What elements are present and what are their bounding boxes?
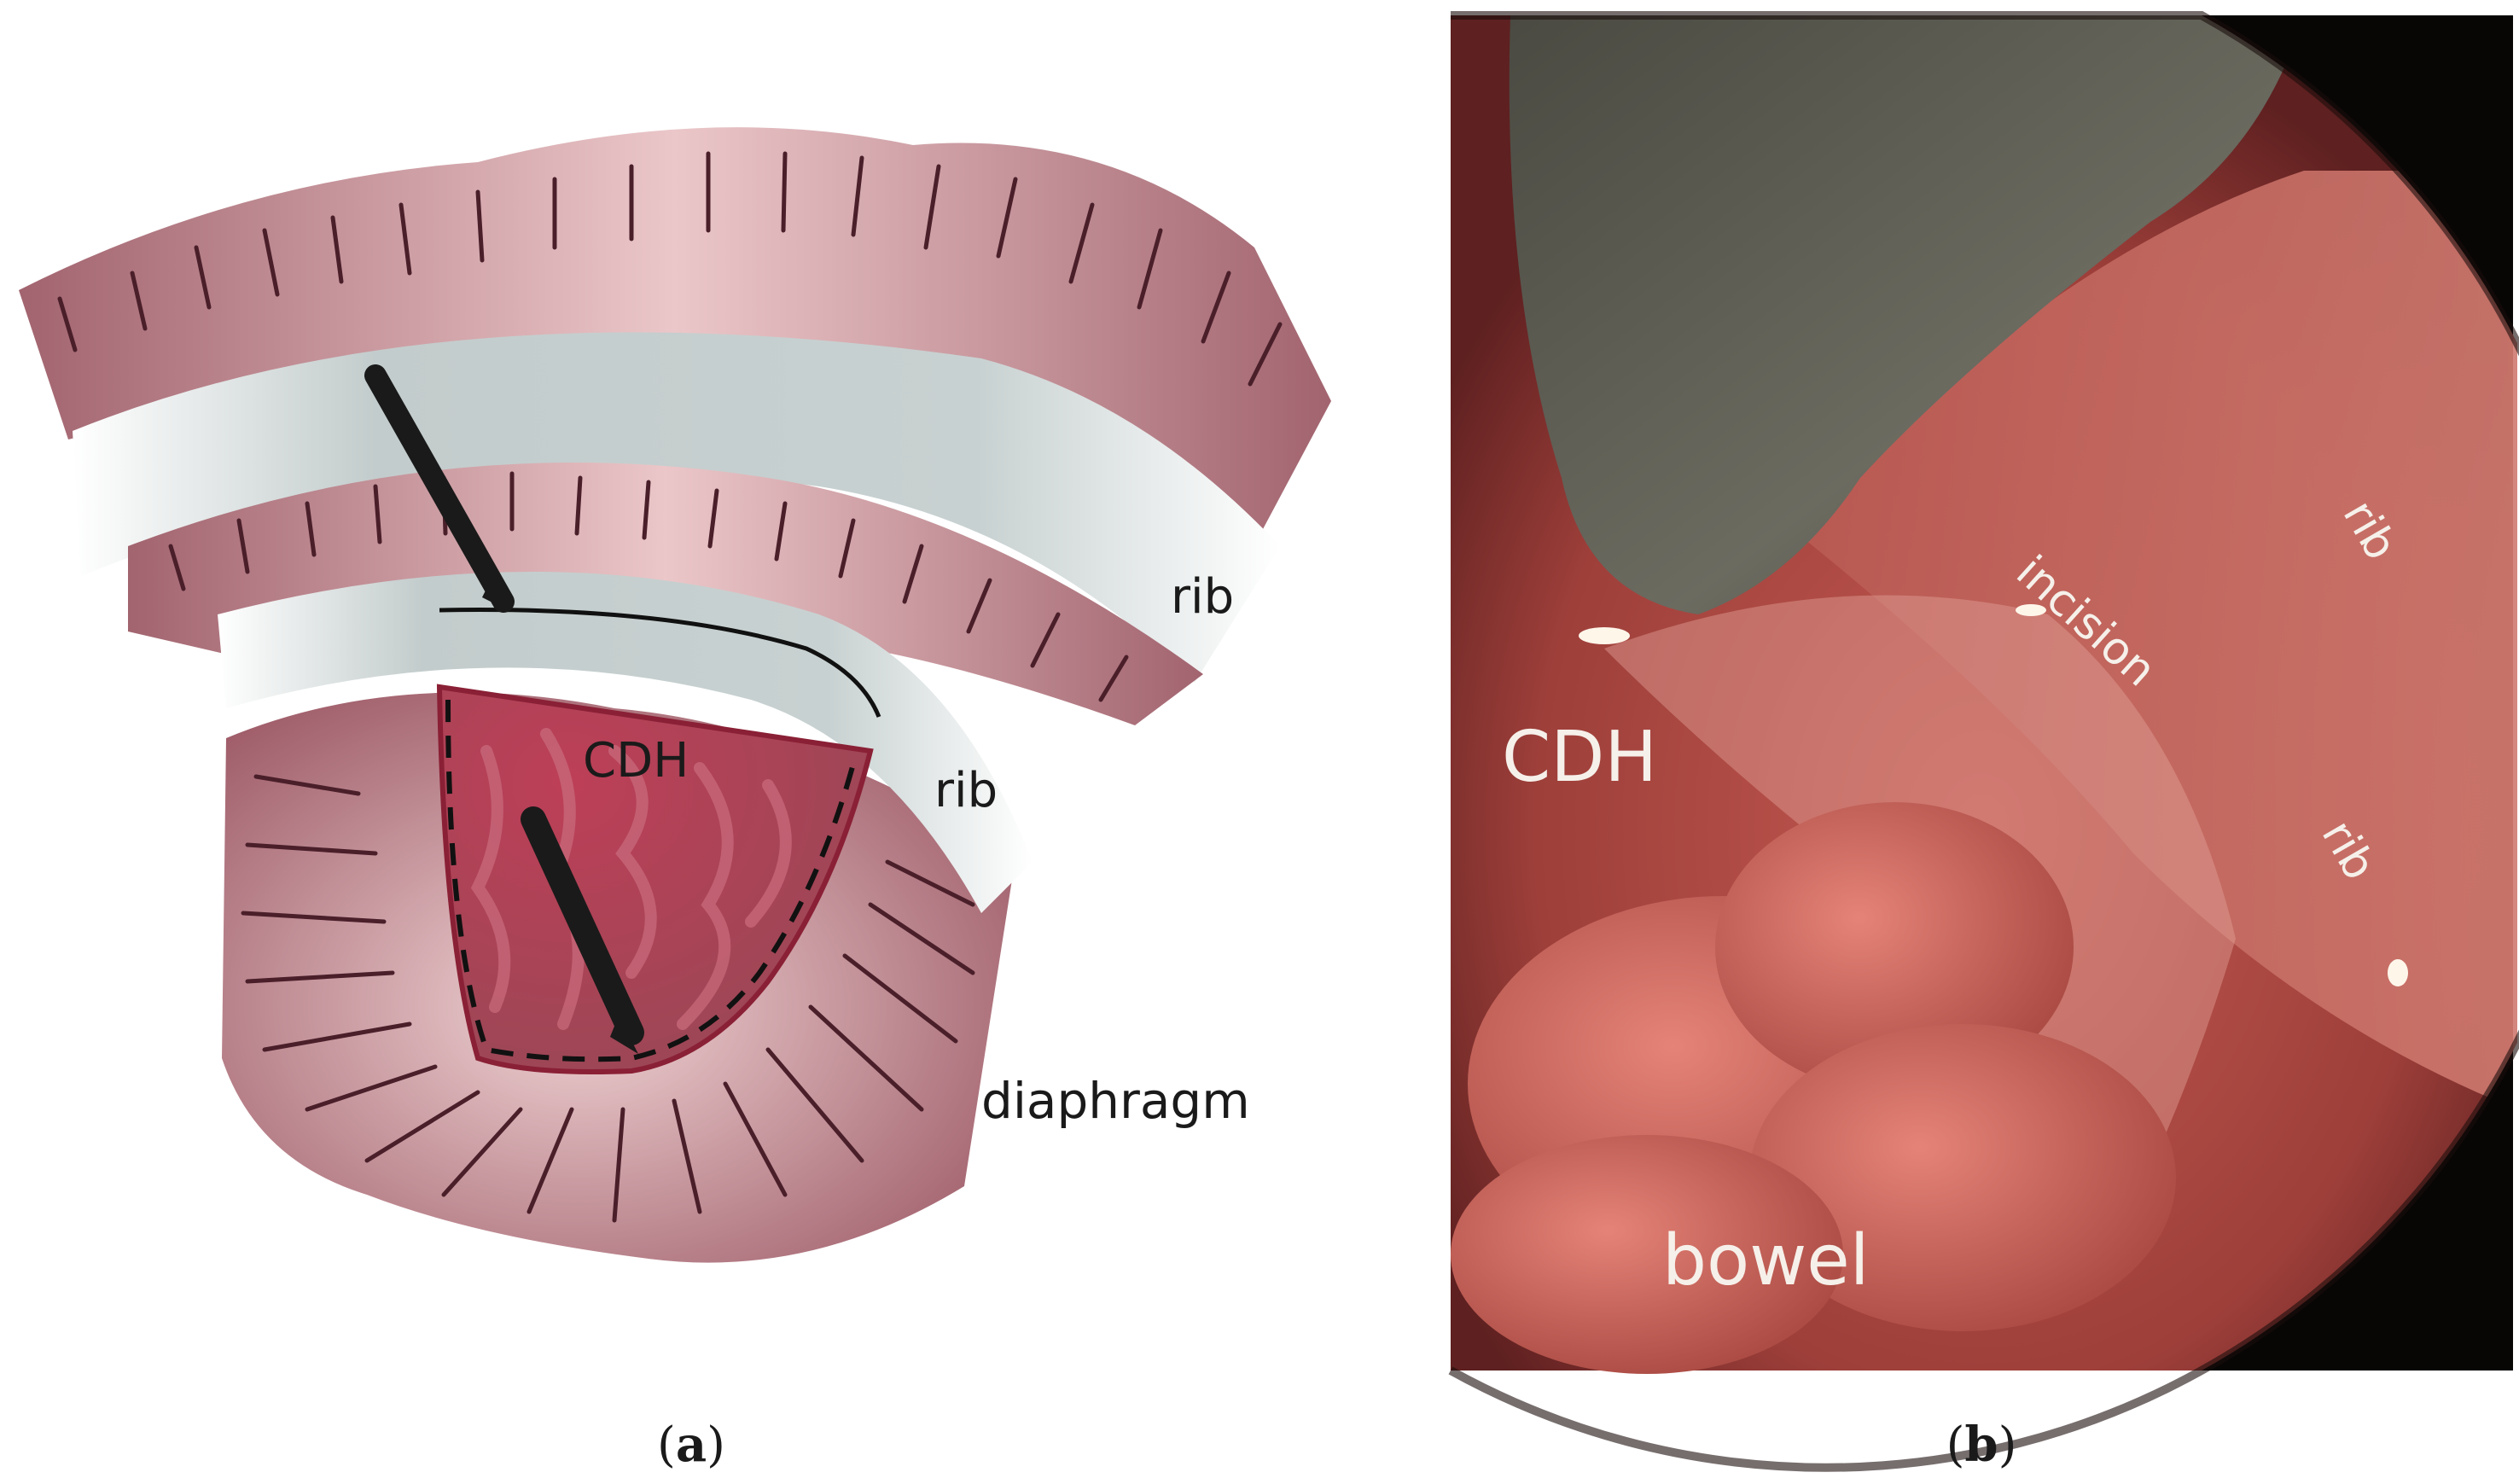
- caption-a: (a): [657, 1417, 725, 1473]
- scope-vignette: [1448, 11, 2519, 1472]
- chest-wall: [1792, 171, 2517, 1109]
- needle-lower-instrument: [521, 806, 644, 1054]
- upper-rib: [73, 332, 1280, 683]
- endoscope-instrument: [1509, 15, 2304, 614]
- bowel-loops: [1451, 802, 2176, 1374]
- cdh-label-a: CDH: [583, 733, 689, 789]
- upper-band-fibres: [57, 151, 1283, 387]
- diaphragm-fibres: [241, 774, 975, 1223]
- rib-upper-label: rib: [1171, 569, 1234, 625]
- caption-b: (b): [1946, 1417, 2017, 1473]
- needle-upper-instrument: [364, 364, 515, 613]
- panel-b-endoscopic-photo: CDH bowel incision rib rib (b): [1448, 11, 2519, 1473]
- lower-band-fibres: [168, 471, 1129, 702]
- incision-line: [439, 608, 881, 718]
- diaphragm-label: diaphragm: [981, 1072, 1250, 1130]
- bowel-label: bowel: [1662, 1220, 1870, 1301]
- dashed-margin: [445, 699, 856, 1062]
- lower-rib: [218, 572, 1033, 913]
- rib-lower-label: rib: [934, 763, 998, 818]
- panel-a-diagram: rib rib CDH diaphragm (a): [19, 127, 1331, 1473]
- cdh-label-b: CDH: [1502, 717, 1657, 798]
